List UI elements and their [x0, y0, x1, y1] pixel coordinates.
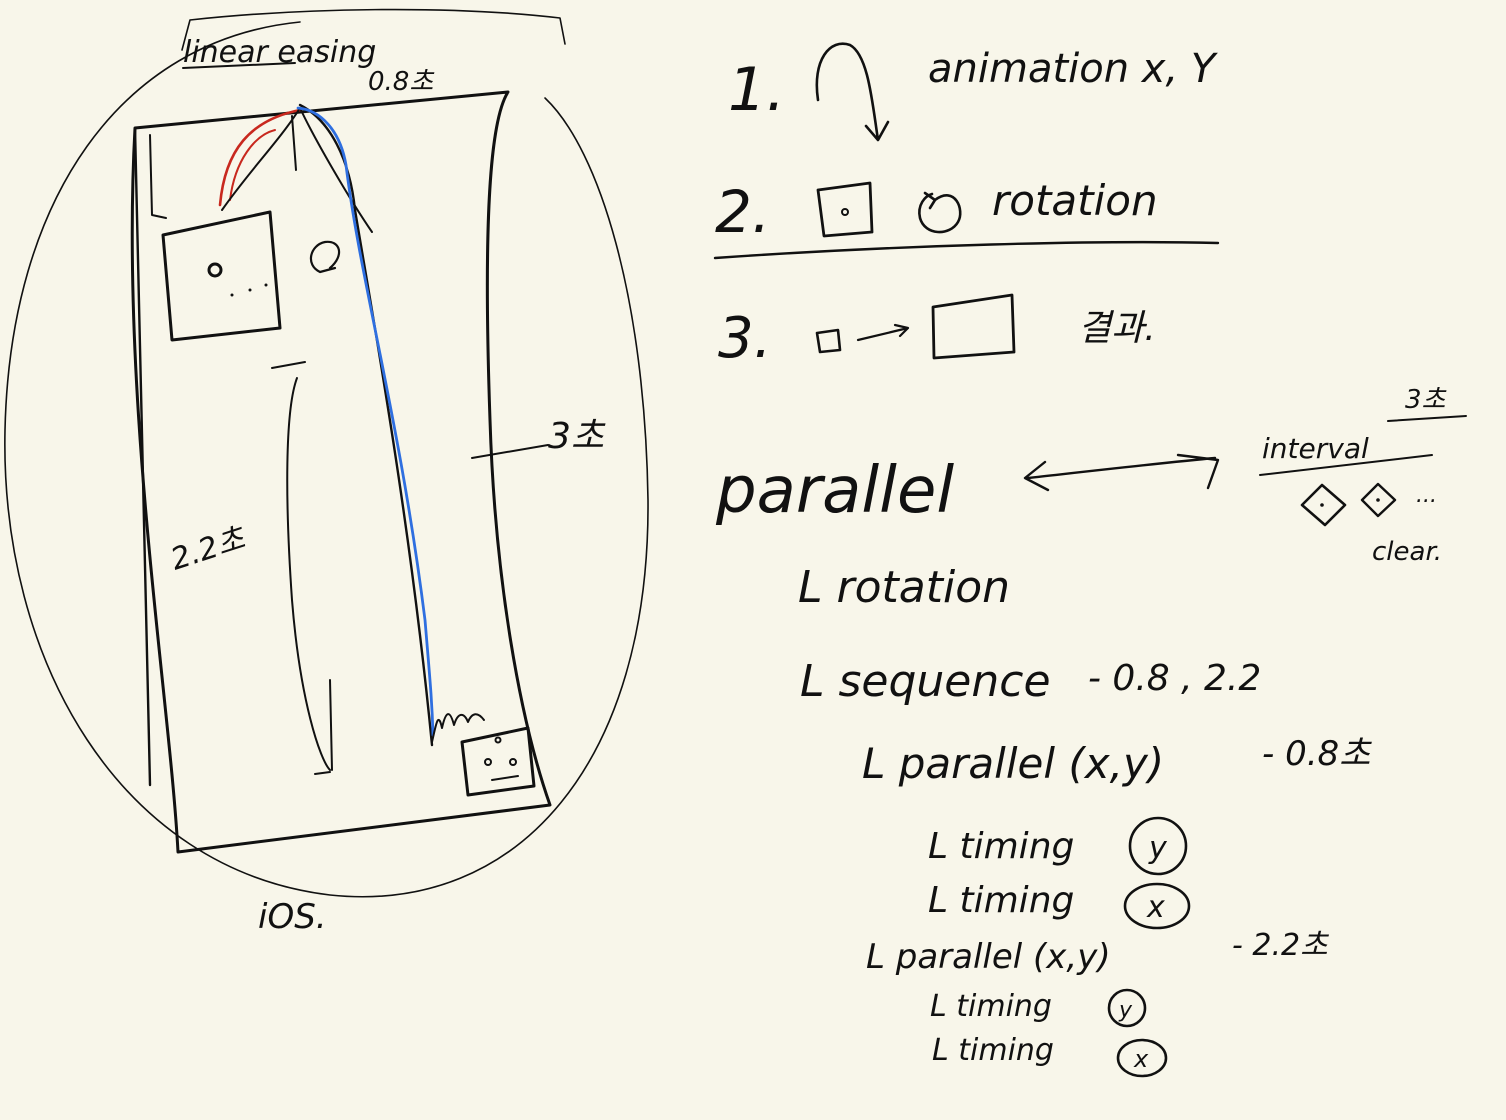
- jump-arrow-icon: [815, 42, 890, 142]
- badge-y-2-label: y: [1118, 998, 1133, 1023]
- diamond-icon-2: [1360, 482, 1397, 518]
- tree-sequence-timing: - 0.8 , 2.2: [1088, 658, 1261, 699]
- clear-label: clear.: [1372, 537, 1442, 567]
- tree-sequence: L sequence: [800, 656, 1051, 707]
- step-3-number: 3.: [718, 306, 771, 371]
- easing-label: linear easing: [183, 35, 376, 70]
- step-1-label: animation x, Y: [928, 46, 1219, 92]
- tree-parallel-1: L parallel (x,y): [862, 739, 1164, 788]
- blue-motion-path: [296, 106, 435, 737]
- tree-root: parallel: [715, 454, 954, 528]
- step-2-number: 2.: [715, 178, 770, 246]
- large-square-icon: [931, 293, 1016, 360]
- platform-label: iOS.: [258, 897, 327, 937]
- interval-note: 3초 interval ... clear.: [1023, 385, 1467, 567]
- badge-y-1-label: y: [1148, 831, 1168, 866]
- tree-p1-timing-x: L timing: [928, 880, 1074, 921]
- badge-x-2-label: x: [1133, 1045, 1149, 1073]
- middle-duration-label: 2.2초: [167, 521, 251, 578]
- square-dot: [207, 262, 223, 278]
- tree-p1-timing-y: L timing: [928, 826, 1074, 867]
- badge-x-2: [1116, 1038, 1168, 1078]
- animation-tree: parallel L rotation L sequence - 0.8 , 2…: [715, 454, 1372, 1078]
- square-object-start: [161, 210, 282, 342]
- badge-x-1: [1123, 882, 1191, 930]
- outline-oval: [4, 21, 649, 898]
- interval-duration: 3초: [1405, 385, 1448, 415]
- rotation-icon: [918, 191, 962, 234]
- tree-parallel-2-duration: - 2.2초: [1232, 928, 1329, 963]
- small-square-icon: [815, 328, 842, 354]
- double-arrow-icon: [1023, 453, 1220, 492]
- square-icon: [816, 181, 874, 238]
- grow-arrow-icon: [856, 323, 910, 342]
- tree-parallel-1-duration: - 0.8초: [1262, 734, 1372, 774]
- interval-label: interval: [1262, 432, 1369, 465]
- step-3-label: 결과.: [1078, 308, 1156, 349]
- diamond-icon-1: [1300, 483, 1347, 527]
- badge-y-1: [1128, 816, 1188, 876]
- easing-bracket: [181, 8, 566, 51]
- badge-y-2: [1107, 988, 1147, 1028]
- tree-p2-timing-x: L timing: [932, 1033, 1054, 1068]
- square-object-end: [460, 726, 536, 797]
- phone-sketch: linear easing 0.8초 3초 2.2초 iOS.: [4, 8, 649, 937]
- step-2-label: rotation: [992, 176, 1158, 225]
- tree-p2-timing-y: L timing: [930, 989, 1052, 1024]
- top-duration-label: 0.8초: [368, 67, 435, 97]
- tree-rotation: L rotation: [798, 562, 1010, 613]
- badge-x-1-label: x: [1146, 890, 1165, 925]
- red-motion-path: [218, 108, 302, 207]
- right-duration-label: 3초: [548, 416, 606, 457]
- tree-parallel-2: L parallel (x,y): [866, 937, 1111, 977]
- steps-list: 1. animation x, Y 2. rotation 3. 결과.: [713, 42, 1220, 371]
- step-1-number: 1.: [728, 55, 785, 125]
- interval-ellipsis: ...: [1416, 483, 1437, 508]
- rotate-icon: [309, 240, 341, 274]
